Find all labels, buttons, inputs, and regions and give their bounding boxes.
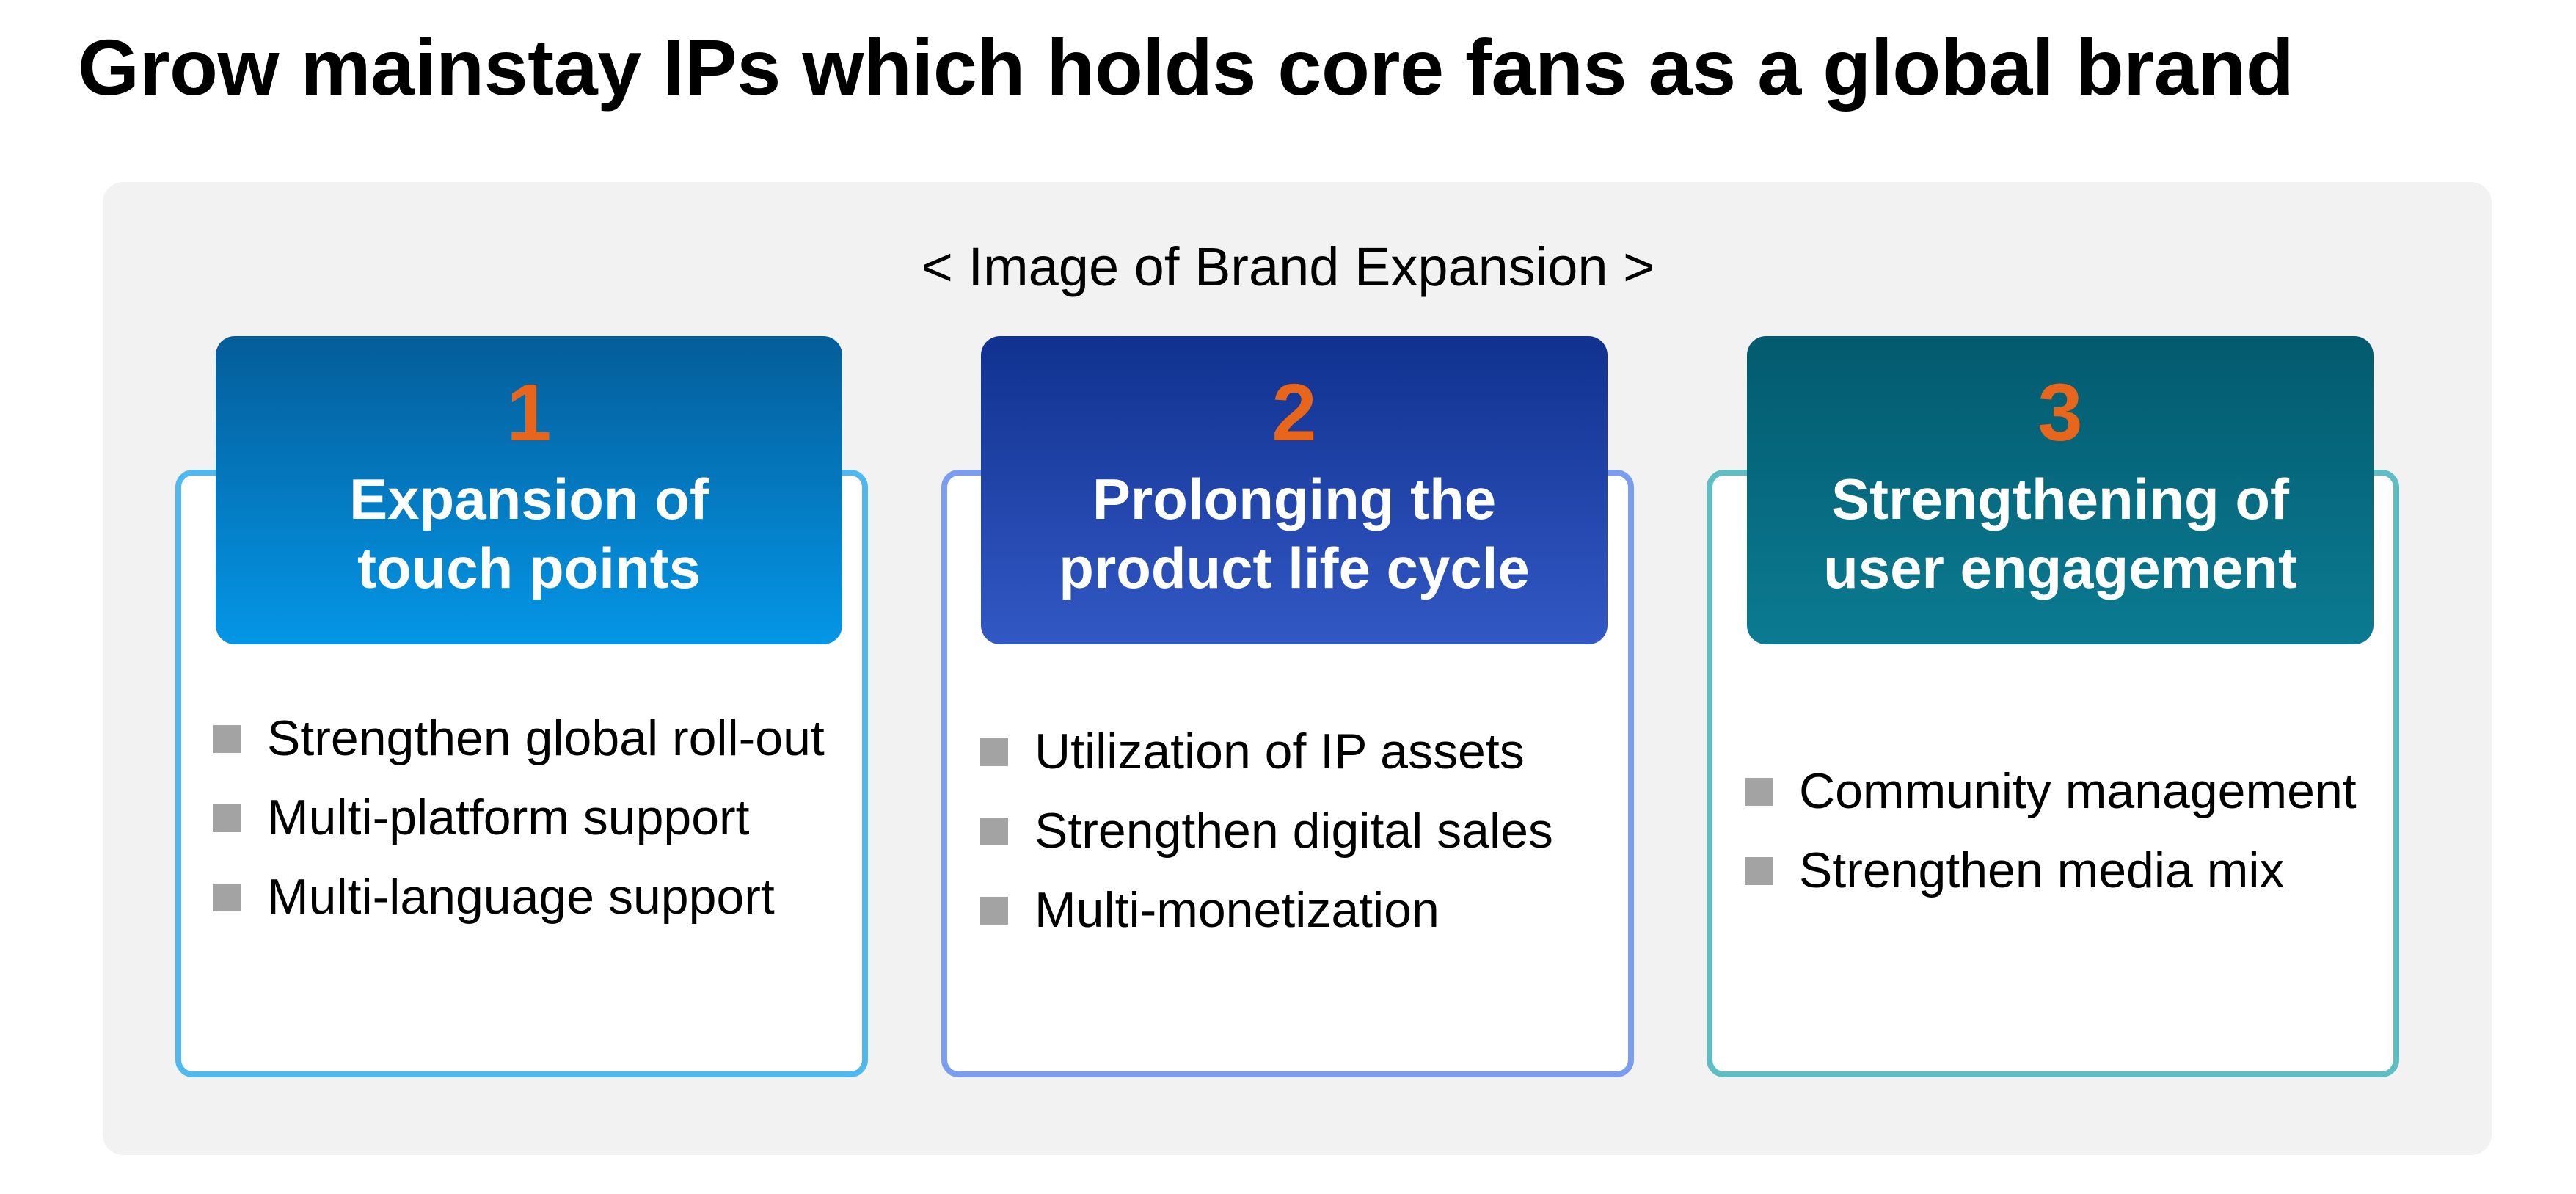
list-item: Multi-language support xyxy=(213,857,825,936)
list-item-text: Strengthen digital sales xyxy=(1035,803,1553,859)
card-2-title-line1: Prolonging the xyxy=(1092,467,1497,531)
card-2-title-line2: product life cycle xyxy=(1059,535,1530,600)
card-2-list: Utilization of IP assets Strengthen digi… xyxy=(980,712,1553,950)
card-1-title: Expansion of touch points xyxy=(216,465,842,603)
square-bullet-icon xyxy=(213,884,241,911)
card-3-title: Strengthening of user engagement xyxy=(1747,465,2374,603)
card-2-header: 2 Prolonging the product life cycle xyxy=(981,336,1608,644)
list-item: Multi-platform support xyxy=(213,778,825,857)
list-item: Multi-monetization xyxy=(980,870,1553,950)
card-1-title-line1: Expansion of xyxy=(349,467,709,531)
card-3-title-line1: Strengthening of xyxy=(1831,467,2289,531)
card-3-number: 3 xyxy=(2037,368,2083,458)
list-item-text: Community management xyxy=(1799,763,2357,819)
list-item: Strengthen media mix xyxy=(1745,831,2357,910)
card-2-title: Prolonging the product life cycle xyxy=(981,465,1608,603)
page-title: Grow mainstay IPs which holds core fans … xyxy=(78,23,2294,112)
card-3-title-line2: user engagement xyxy=(1823,535,2297,600)
square-bullet-icon xyxy=(1745,857,1773,885)
card-1-list: Strengthen global roll-out Multi-platfor… xyxy=(213,699,825,936)
list-item: Strengthen global roll-out xyxy=(213,699,825,778)
card-1-header: 1 Expansion of touch points xyxy=(216,336,842,644)
list-item-text: Multi-language support xyxy=(267,869,775,925)
card-1-number: 1 xyxy=(506,368,552,458)
list-item: Strengthen digital sales xyxy=(980,791,1553,870)
square-bullet-icon xyxy=(980,738,1008,766)
square-bullet-icon xyxy=(1745,778,1773,806)
card-1-title-line2: touch points xyxy=(357,535,701,600)
list-item-text: Multi-monetization xyxy=(1035,882,1440,938)
square-bullet-icon xyxy=(213,725,241,753)
list-item-text: Strengthen global roll-out xyxy=(267,710,825,766)
card-3-header: 3 Strengthening of user engagement xyxy=(1747,336,2374,644)
list-item: Utilization of IP assets xyxy=(980,712,1553,791)
square-bullet-icon xyxy=(980,897,1008,925)
list-item-text: Multi-platform support xyxy=(267,790,750,845)
list-item: Community management xyxy=(1745,751,2357,831)
panel-caption: < Image of Brand Expansion > xyxy=(921,236,1655,297)
square-bullet-icon xyxy=(980,818,1008,845)
list-item-text: Strengthen media mix xyxy=(1799,842,2285,898)
card-3-list: Community management Strengthen media mi… xyxy=(1745,751,2357,910)
square-bullet-icon xyxy=(213,804,241,832)
card-2-number: 2 xyxy=(1271,368,1317,458)
list-item-text: Utilization of IP assets xyxy=(1035,724,1525,779)
